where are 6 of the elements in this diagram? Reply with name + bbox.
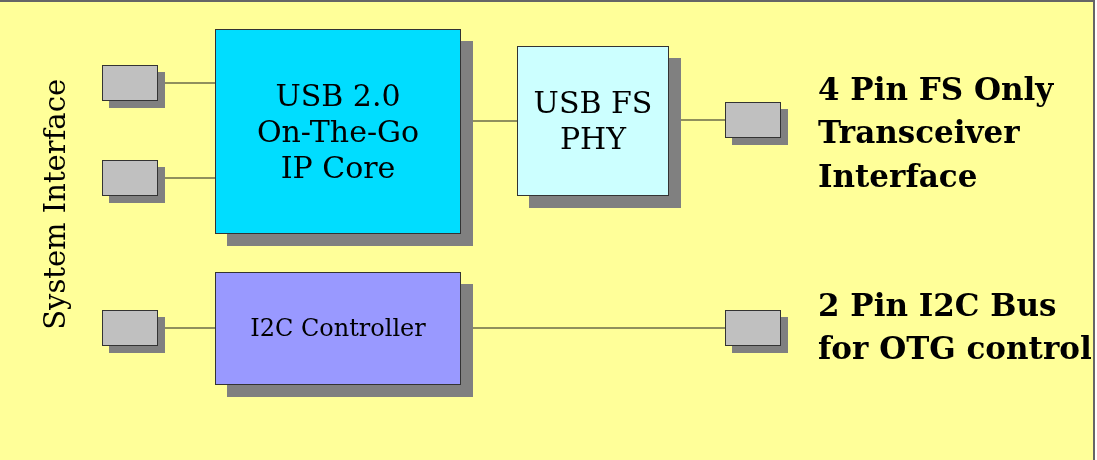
interface-label: 4 Pin FS Only Transceiver Interface [818,70,1055,196]
block-label: USB 2.0 On-The-Go IP Core [255,77,421,186]
block-label: I2C Controller [249,314,427,343]
side-label: System Interface [37,77,73,332]
interface-label: 2 Pin I2C Bus for OTG control [818,286,1093,369]
block-label: USB FS PHY [532,85,654,157]
